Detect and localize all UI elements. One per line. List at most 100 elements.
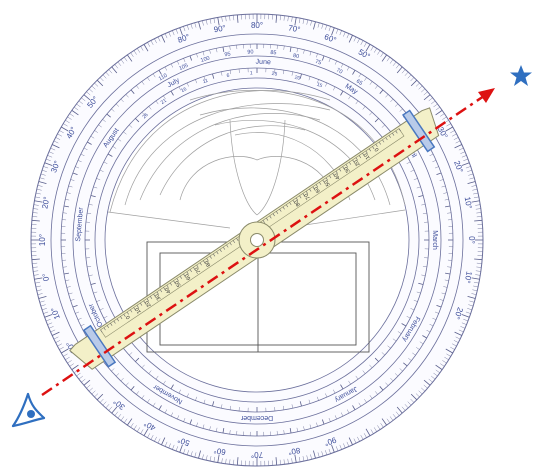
tick [127,418,133,426]
day-number-label: 16 [180,86,188,94]
tick [140,429,144,434]
tick [454,144,462,149]
tick [340,412,344,417]
tick [148,106,152,110]
tick [381,352,385,356]
tick [317,22,320,28]
tick [358,73,362,78]
tick [422,335,427,339]
tick [291,71,293,76]
tick [120,98,124,103]
tick [346,441,350,447]
tick [375,85,378,89]
tick [352,405,356,410]
tick [96,79,104,87]
tick [415,393,420,398]
tick [321,419,325,425]
upper-sight-vane[interactable] [402,109,436,153]
tick [117,61,122,66]
tick [302,456,305,462]
tick [328,58,331,63]
tick [418,85,423,90]
tick [365,428,371,436]
tick [108,69,113,74]
tick [421,274,426,276]
tick [308,76,311,81]
tick [418,390,423,395]
tick [157,36,161,42]
outer-degree-label: 10° [463,270,474,283]
tick [348,95,351,100]
alidade-tick [133,307,136,311]
hour-line [179,156,258,201]
alidade-tick [186,271,189,275]
tick [62,266,67,268]
tick [202,424,205,429]
alidade-tick [352,159,355,163]
tick [32,212,38,214]
tick [435,369,440,374]
tick [102,119,106,122]
tick [61,126,69,132]
tick [106,113,111,118]
tick [473,196,479,199]
tick [369,81,373,85]
alidade-scale-ticks [100,128,401,333]
tick [133,50,137,55]
tick [127,54,133,62]
tick [328,26,331,32]
outer-degree-label: 20° [452,306,465,320]
tick [421,88,426,93]
tick [190,23,193,29]
tick [94,82,99,87]
alidade-scale-label: 80 [293,199,301,207]
tick [71,110,79,116]
tick [275,457,278,466]
tick [415,82,420,87]
alidade-tick [146,298,149,302]
tick [154,436,157,442]
tick [406,161,411,164]
alidade-scale-label: 60 [313,185,321,193]
tick [114,64,119,69]
alidade-scale-label: 40 [164,286,172,294]
tick [452,133,457,137]
day-ring-ticks [85,68,429,412]
alidade-tick [392,132,395,136]
tick [164,33,168,39]
tick [170,412,174,417]
tick [229,430,231,435]
tick [395,411,400,416]
tick [279,15,281,21]
tick [476,212,482,214]
tick [294,454,297,463]
tick [114,411,119,416]
tick [346,66,350,71]
tick [299,73,302,79]
tick [43,166,49,169]
tick [55,137,61,140]
tick [440,363,445,367]
tick [317,452,320,458]
tick [136,391,139,395]
tick [455,336,461,340]
tick [90,282,96,285]
tick [419,341,424,345]
alidade-tick [226,244,229,248]
tick [453,340,459,343]
second-ring-label: 105 [178,63,189,72]
alidade-tick [156,291,159,295]
alidade-tick [169,282,173,286]
alidade-tick [355,157,358,161]
outer-degree-label: 10° [49,306,62,320]
alidade-scale-label: 0 [125,314,132,320]
tick [410,308,415,311]
tick [416,291,421,294]
tick [178,86,181,91]
tick [358,402,362,407]
second-ring-label: 70 [335,67,343,75]
alidade-tick [199,262,202,266]
lower-sight-vane[interactable] [82,324,117,368]
tick [346,409,350,414]
